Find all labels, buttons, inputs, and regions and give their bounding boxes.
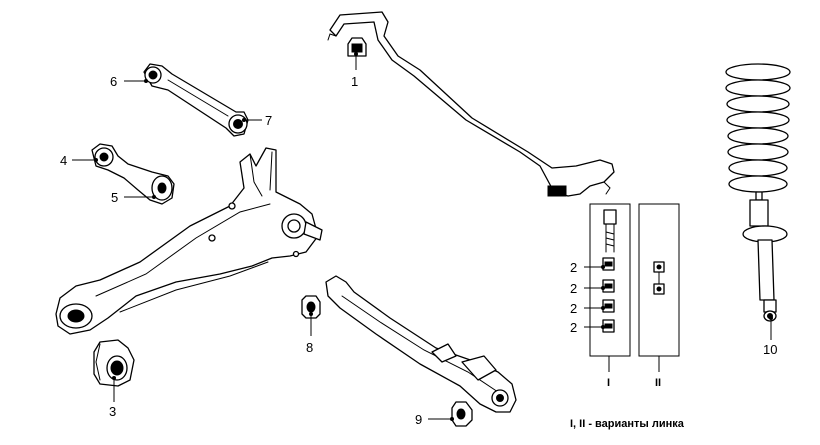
variant-label-1: I: [607, 377, 610, 389]
trailing-arm: [55, 147, 323, 335]
callout-10: 10: [763, 342, 777, 357]
callout-9: 9: [415, 412, 422, 427]
variants-caption: I, II - варианты линка: [570, 418, 685, 430]
arm-4-5: [91, 143, 175, 205]
callout-2d: 2: [570, 320, 577, 335]
bushing-3: [93, 339, 135, 387]
callout-2a: 2: [570, 260, 577, 275]
callout-2b: 2: [570, 281, 577, 296]
callout-4: 4: [60, 153, 67, 168]
leader-lines: [72, 52, 773, 421]
callout-5: 5: [111, 190, 118, 205]
lower-link-arm: [325, 275, 517, 413]
bushing-9: [451, 401, 473, 427]
callout-7: 7: [265, 113, 272, 128]
link-variant-2: [638, 203, 680, 357]
link-variant-1: [589, 203, 631, 357]
callout-6: 6: [110, 74, 117, 89]
callout-1: 1: [351, 74, 358, 89]
stabilizer-bar: [327, 11, 615, 197]
upper-arm-6-7: [143, 63, 249, 137]
callout-3: 3: [109, 404, 116, 419]
callout-8: 8: [306, 340, 313, 355]
bushing-8: [301, 295, 321, 319]
callout-2c: 2: [570, 301, 577, 316]
coil-spring-shock-absorber: [725, 63, 791, 322]
variant-label-2: II: [655, 377, 661, 389]
stabilizer-bushing: [347, 37, 367, 57]
